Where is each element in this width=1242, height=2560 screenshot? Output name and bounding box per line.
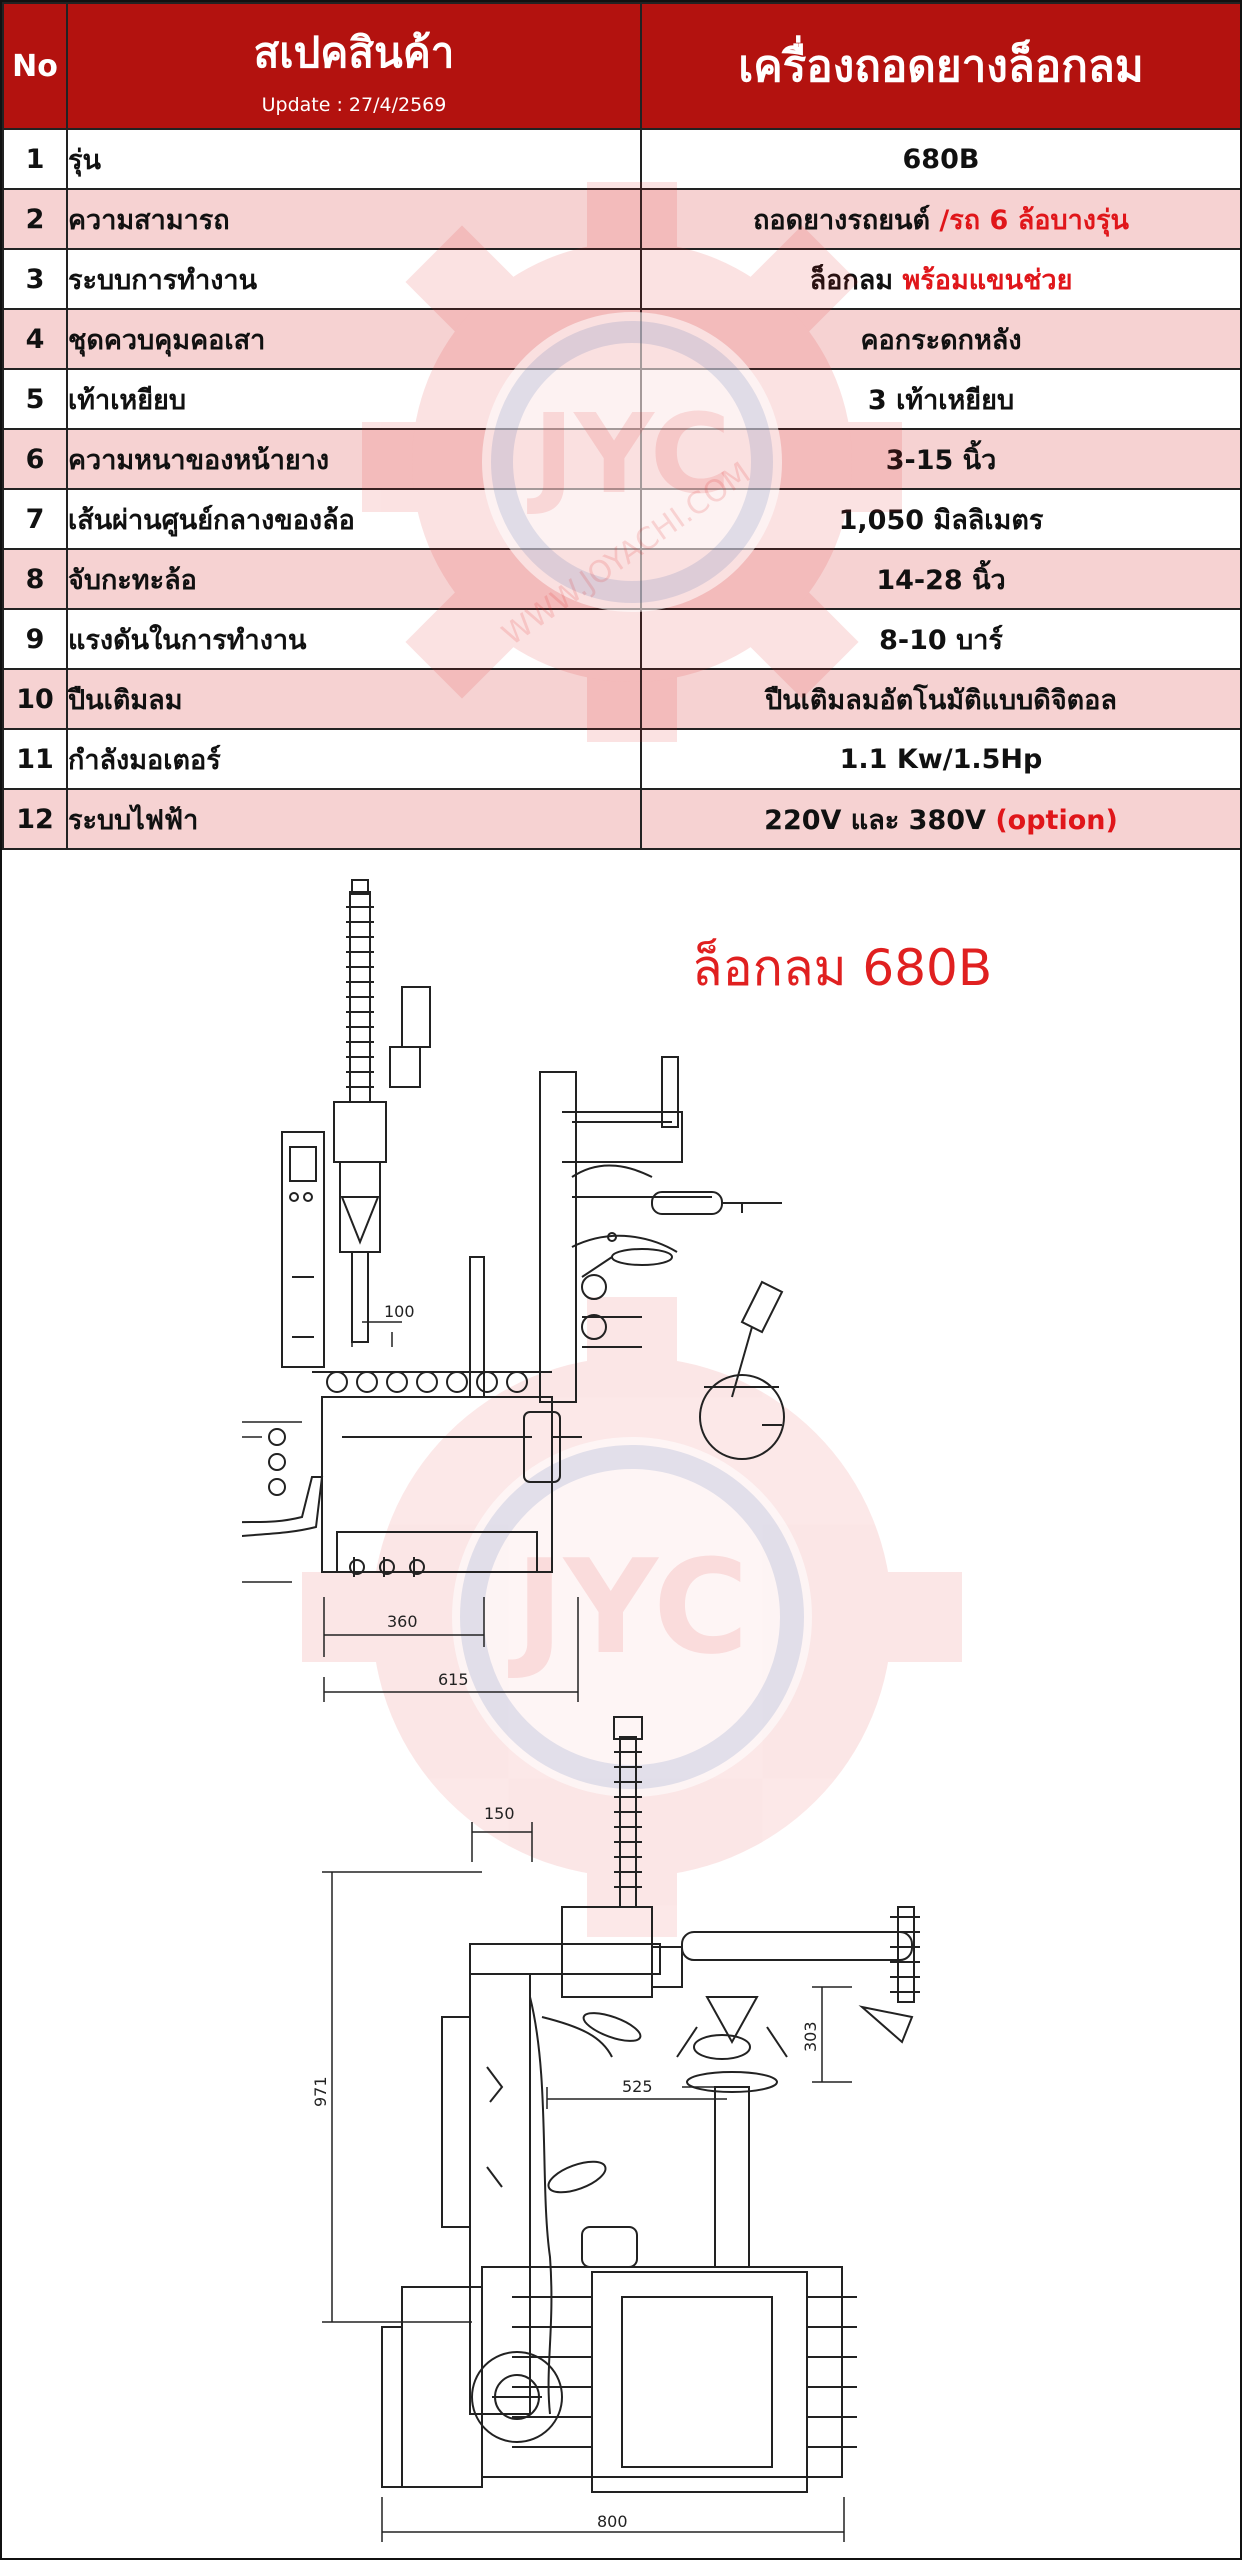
spec-name: ระบบการทำงาน <box>66 248 642 310</box>
spec-name: กำลังมอเตอร์ <box>66 728 642 790</box>
header-no: No <box>2 2 68 130</box>
spec-name: ปืนเติมลม <box>66 668 642 730</box>
table-row: 10 ปืนเติมลม ปืนเติมลมอัตโนมัติแบบดิจิตอ… <box>2 668 1240 730</box>
spec-name: ชุดควบคุมคอเสา <box>66 308 642 370</box>
dim-800: 800 <box>597 2512 628 2531</box>
dim-615: 615 <box>438 1670 469 1689</box>
row-number: 10 <box>2 668 68 730</box>
table-header-row: No สเปคสินค้า Update : 27/4/2569 เครื่อง… <box>2 2 1240 130</box>
spec-value: 220V และ 380V (option) <box>640 788 1240 850</box>
spec-name: แรงดันในการทำงาน <box>66 608 642 670</box>
spec-value: 1.1 Kw/1.5Hp <box>640 728 1240 790</box>
dim-303: 303 <box>801 2021 820 2052</box>
spec-value: ปืนเติมลมอัตโนมัติแบบดิจิตอล <box>640 668 1240 730</box>
row-number: 8 <box>2 548 68 610</box>
watermark-logo-bottom: JYC <box>302 1297 962 1937</box>
row-number: 9 <box>2 608 68 670</box>
header-spec: สเปคสินค้า Update : 27/4/2569 <box>66 2 642 130</box>
front-view-drawing: 487 463 100 360 615 <box>242 879 785 1702</box>
dim-525: 525 <box>622 2077 653 2096</box>
table-row: 8 จับกะทะล้อ 14-28 นิ้ว <box>2 548 1240 610</box>
table-row: 1 รุ่น 680B <box>2 128 1240 190</box>
spec-title: สเปคสินค้า <box>253 28 455 77</box>
row-number: 3 <box>2 248 68 310</box>
watermark-text: JYC <box>507 1531 748 1683</box>
row-number: 5 <box>2 368 68 430</box>
spec-name: ระบบไฟฟ้า <box>66 788 642 850</box>
row-number: 2 <box>2 188 68 250</box>
drawing-caption: ล็อกลม 680B <box>692 939 993 997</box>
update-date: Update : 27/4/2569 <box>261 94 447 116</box>
side-view-drawing: 971 150 303 525 800 <box>311 1716 920 2542</box>
spec-value: 680B <box>640 128 1240 190</box>
row-number: 1 <box>2 128 68 190</box>
table-row: 11 กำลังมอเตอร์ 1.1 Kw/1.5Hp <box>2 728 1240 790</box>
spec-value: ถอดยางรถยนต์ /รถ 6 ล้อบางรุ่น <box>640 188 1240 250</box>
row-number: 7 <box>2 488 68 550</box>
table-row: 2 ความสามารถ ถอดยางรถยนต์ /รถ 6 ล้อบางรุ… <box>2 188 1240 250</box>
spec-table: No สเปคสินค้า Update : 27/4/2569 เครื่อง… <box>2 2 1240 850</box>
dim-360: 360 <box>387 1612 418 1631</box>
machine-drawing-area: JYC ล็อกลม 680B <box>2 877 1240 2558</box>
dim-150: 150 <box>484 1804 515 1823</box>
table-row: 3 ระบบการทำงาน ล็อกลม พร้อมแขนช่วย <box>2 248 1240 310</box>
spec-name: ความสามารถ <box>66 188 642 250</box>
watermark-text: JYC <box>526 390 730 518</box>
header-product: เครื่องถอดยางล็อกลม <box>640 2 1240 130</box>
row-number: 4 <box>2 308 68 370</box>
dim-100: 100 <box>384 1302 415 1321</box>
spec-value: ล็อกลม พร้อมแขนช่วย <box>640 248 1240 310</box>
watermark-logo-top: JYC WWW.JOYACHI.COM <box>362 182 902 742</box>
table-row: 9 แรงดันในการทำงาน 8-10 บาร์ <box>2 608 1240 670</box>
row-number: 11 <box>2 728 68 790</box>
row-number: 6 <box>2 428 68 490</box>
row-number: 12 <box>2 788 68 850</box>
dim-971: 971 <box>311 2076 330 2107</box>
spec-name: รุ่น <box>66 128 642 190</box>
table-row: 12 ระบบไฟฟ้า 220V และ 380V (option) <box>2 788 1240 850</box>
spec-value: 8-10 บาร์ <box>640 608 1240 670</box>
